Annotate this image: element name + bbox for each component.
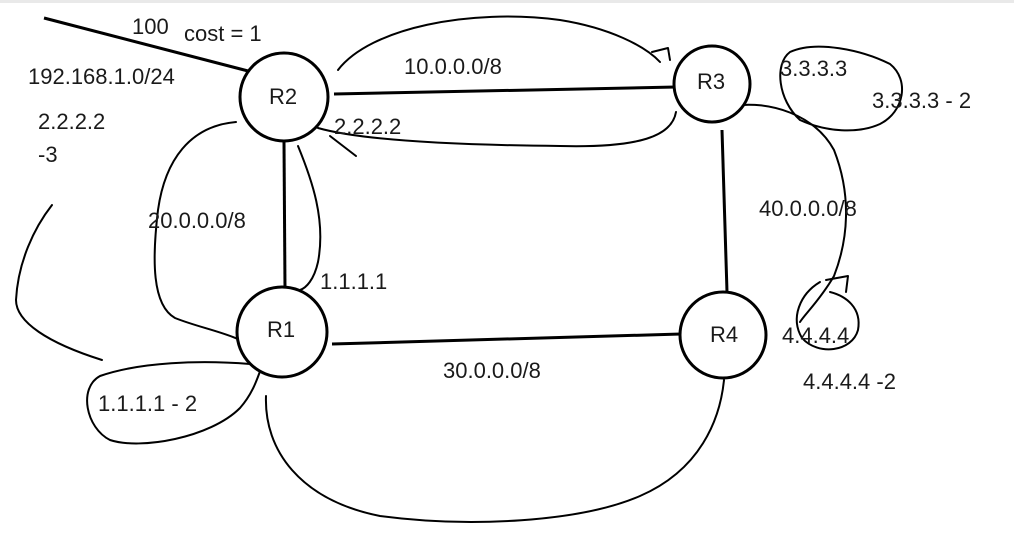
ink-r4-arrow-mark — [825, 275, 849, 293]
router-r4-node[interactable] — [678, 290, 768, 380]
ink-r3-arrow-mark — [651, 47, 671, 61]
router-r2-label: R2 — [269, 84, 297, 109]
ink-r2-r1-loop — [297, 145, 322, 291]
r1-router-id-cost-label: 1.1.1.1 - 2 — [98, 391, 197, 416]
router-r1-node[interactable] — [235, 285, 329, 379]
r3-router-id-label: 3.3.3.3 — [780, 56, 847, 81]
ink-r2-left-loop — [153, 121, 263, 353]
ink-r3-id-loop — [779, 45, 904, 132]
ink-r1-id-loop — [86, 361, 263, 445]
ink-r2-r3-arc — [337, 15, 661, 71]
r1-router-id-label: 1.1.1.1 — [320, 269, 387, 294]
router-r2-node[interactable] — [238, 51, 330, 143]
router-r3-node[interactable] — [672, 44, 752, 124]
link-r2-r1-subnet: 20.0.0.0/8 — [148, 208, 246, 233]
link-r2-r3 — [333, 85, 677, 96]
cost-label: cost = 1 — [184, 21, 262, 46]
uplink-metric-label: 100 — [132, 14, 169, 39]
lan-subnet-label: 192.168.1.0/24 — [28, 64, 175, 89]
link-r2-r3-subnet: 10.0.0.0/8 — [404, 54, 502, 79]
link-r3-r4 — [720, 129, 729, 293]
ink-r2-r3-lower-arc — [317, 111, 677, 148]
uplink-line — [43, 16, 253, 74]
r3-router-id-cost-label: 3.3.3.3 - 2 — [872, 88, 971, 113]
router-r3-label: R3 — [697, 69, 725, 94]
router-r1-label: R1 — [267, 317, 295, 342]
r2-router-id-label: 2.2.2.2 — [38, 109, 105, 134]
ink-r2-tick — [329, 135, 357, 157]
link-r3-r4-subnet: 40.0.0.0/8 — [759, 196, 857, 221]
r2-router-id-cost-label: -3 — [38, 142, 58, 167]
r2-router-id-near-label: 2.2.2.2 — [334, 114, 401, 139]
ink-r3-r4-arc — [731, 103, 847, 323]
canvas-top-border — [0, 0, 1014, 3]
ink-r4-id-loop — [795, 281, 860, 351]
router-r4-label: R4 — [710, 322, 738, 347]
ink-r1-r4-bottom-arc — [264, 379, 725, 523]
r4-router-id-cost-label: 4.4.4.4 -2 — [803, 369, 896, 394]
ink-left-outer-curve — [15, 204, 103, 361]
link-r1-r4-subnet: 30.0.0.0/8 — [443, 358, 541, 383]
link-r1-r4 — [331, 332, 682, 346]
r4-router-id-label: 4.4.4.4 — [782, 323, 849, 348]
link-r2-r1 — [282, 141, 287, 291]
